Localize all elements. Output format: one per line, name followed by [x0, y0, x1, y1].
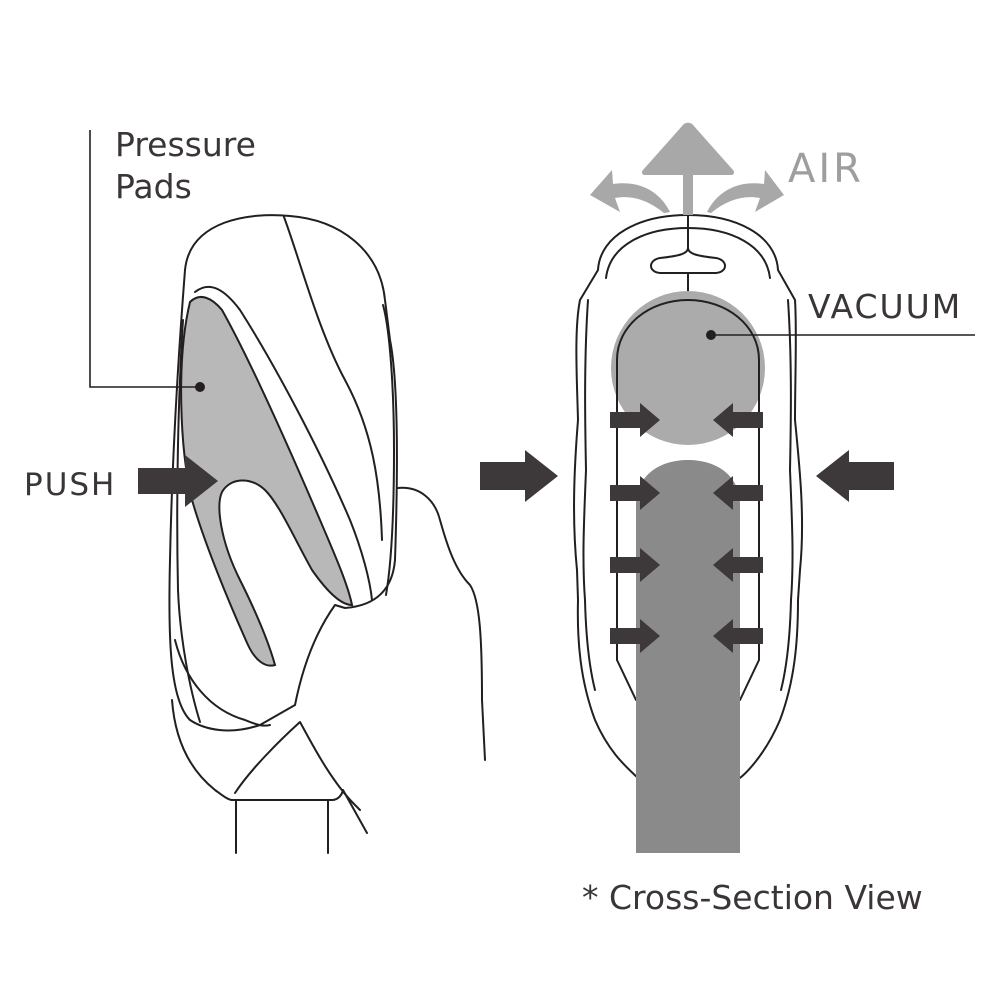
pressure-pads-leader-line: [89, 130, 200, 388]
shaft-shape: [636, 460, 740, 853]
push-arrow-left-icon: [816, 450, 894, 502]
hand-outline: [234, 721, 361, 811]
air-arrows: [590, 122, 784, 215]
device-contour-line: [194, 285, 373, 601]
inner-chamber-outline: [616, 659, 637, 701]
inner-arrow-left-icon: [713, 619, 763, 653]
air-arrow-right-icon: [707, 170, 784, 213]
inner-chamber-outline: [616, 299, 760, 701]
wrist-outline: [231, 789, 368, 854]
hand-outline: [397, 486, 486, 761]
device-lower-body: [171, 699, 233, 801]
pressure-pads-leader-dot: [195, 382, 205, 392]
push-arrow-icon: [138, 455, 218, 507]
device-contour-line: [174, 639, 271, 727]
air-label: AIR: [788, 146, 864, 192]
inner-arrow-left-icon: [713, 476, 763, 510]
inner-compression-arrows: [610, 403, 763, 653]
inner-arrow-left-icon: [713, 403, 763, 437]
device-contour-line: [283, 216, 383, 541]
air-arrow-left-icon: [590, 170, 670, 213]
vacuum-label: VACUUM: [808, 287, 962, 326]
pressure-pads-label-line2: Pads: [115, 167, 192, 206]
air-arrow-up-icon: [641, 122, 735, 215]
cross-section-side-wall: [582, 299, 596, 691]
vacuum-area: [611, 291, 765, 445]
inner-arrow-left-icon: [713, 548, 763, 582]
push-arrow-right-icon: [480, 450, 558, 502]
pressure-pad-shape: [180, 295, 354, 667]
inner-arrow-right-icon: [610, 476, 660, 510]
vacuum-leader-dot: [706, 330, 716, 340]
hand-held-device-illustration: [89, 130, 486, 854]
inner-arrow-right-icon: [610, 619, 660, 653]
inner-arrow-right-icon: [610, 403, 660, 437]
cross-section-side-wall: [780, 299, 794, 691]
cross-section-caption: * Cross-Section View: [582, 878, 923, 917]
device-rim: [382, 304, 395, 596]
pressure-pads-label-line1: Pressure: [115, 125, 256, 164]
inner-arrow-right-icon: [610, 548, 660, 582]
push-label: PUSH: [24, 467, 116, 503]
